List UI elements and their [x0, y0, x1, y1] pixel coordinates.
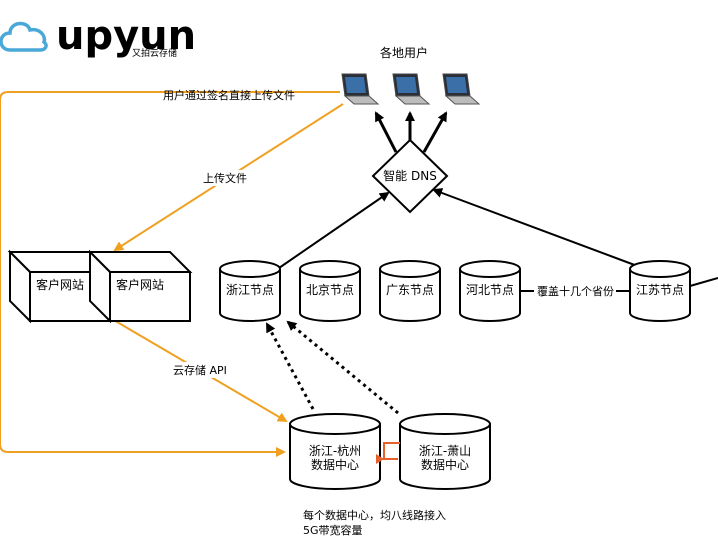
edge-node-label: 广东节点 — [386, 283, 434, 297]
dns-diamond — [371, 138, 449, 214]
client-site-label: 客户网站 — [36, 277, 84, 292]
edge-node-label: 北京节点 — [306, 283, 354, 297]
client-site-box — [87, 249, 193, 324]
edge-node-cylinder — [219, 260, 281, 322]
data-center-cylinder — [399, 413, 491, 490]
sync-arrowhead — [376, 454, 384, 464]
upload-file-label: 上传文件 — [203, 171, 247, 185]
replication-arrow — [286, 320, 399, 415]
laptop-icon — [442, 73, 481, 105]
upyun-logo: upyun 又拍云存储 — [0, 13, 196, 59]
data-center-name: 浙江-杭州 — [309, 443, 361, 458]
data-center-sync-link — [383, 442, 400, 460]
dns-to-user-arrow — [374, 111, 398, 153]
data-center-type: 数据中心 — [421, 457, 469, 472]
footnote-line2: 5G带宽容量 — [303, 523, 363, 537]
edge-node-label: 河北节点 — [466, 283, 514, 297]
dns-to-user-arrow — [422, 111, 448, 153]
laptop-icon — [341, 73, 380, 105]
coverage-label: 覆盖十几个省份 — [537, 284, 614, 298]
node-to-dns-arrow — [278, 191, 390, 269]
data-center-name: 浙江-萧山 — [419, 444, 471, 458]
footnote-line1: 每个数据中心，均八线路接入 — [303, 508, 446, 522]
edge-node-cylinder — [379, 260, 441, 322]
offscreen-link — [689, 277, 718, 287]
direct-upload-flow — [0, 91, 340, 457]
logo-tagline: 又拍云存储 — [132, 47, 177, 59]
edge-node-cylinder — [459, 260, 521, 322]
storage-api-label: 云存储 API — [173, 363, 227, 377]
edge-node-label: 浙江节点 — [226, 283, 274, 297]
laptop-icon — [392, 73, 431, 105]
logo-wordmark: upyun — [56, 13, 196, 59]
label-background — [200, 170, 252, 186]
dns-label: 智能 DNS — [383, 168, 437, 183]
direct-upload-label: 用户通过签名直接上传文件 — [163, 88, 295, 102]
data-center-type: 数据中心 — [311, 457, 359, 472]
label-background — [170, 362, 230, 378]
data-center-cylinder — [289, 413, 381, 490]
users-label: 各地用户 — [380, 45, 428, 60]
cloud-icon — [0, 21, 48, 52]
node-to-dns-arrow — [432, 188, 641, 268]
edge-node-cylinder — [299, 260, 361, 322]
edge-node-label: 江苏节点 — [636, 283, 684, 297]
client-site-label: 客户网站 — [116, 277, 164, 292]
replication-arrow — [265, 322, 315, 410]
edge-node-cylinder — [629, 260, 691, 322]
